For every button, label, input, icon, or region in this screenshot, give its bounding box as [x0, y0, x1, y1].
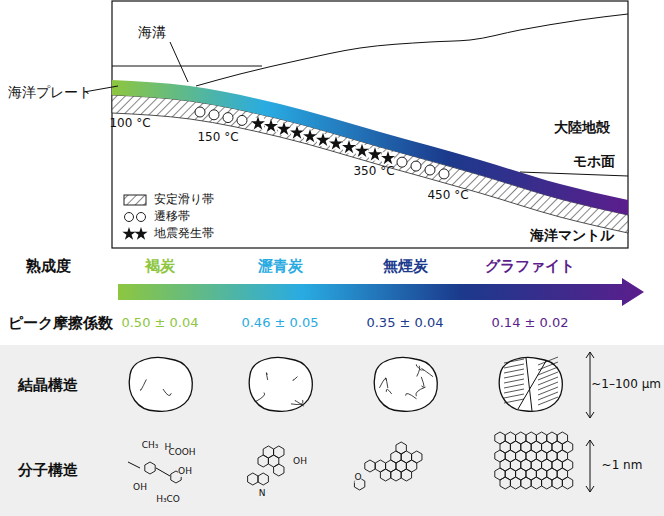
- moho-label: モホ面: [573, 154, 615, 169]
- scale-bar: [590, 352, 591, 418]
- atom-label: OH: [178, 467, 192, 477]
- friction-value: 0.46 ± 0.05: [241, 316, 318, 330]
- seismogenic-star: [368, 147, 382, 160]
- seismogenic-star: [264, 119, 278, 132]
- row-header: 結晶構造: [18, 377, 78, 394]
- molecule: [495, 432, 573, 489]
- moho-line: [520, 172, 628, 176]
- table-band: [0, 345, 664, 516]
- seismogenic-star: [251, 116, 265, 129]
- legend-star: [134, 227, 147, 240]
- transition-circle: [411, 161, 421, 171]
- scale-label: ~1 nm: [602, 459, 643, 472]
- sea-surface: [112, 66, 262, 67]
- scale-head: [586, 352, 594, 358]
- oceanic-plate: [112, 80, 628, 215]
- temperature: 100 °C: [109, 117, 150, 130]
- molecule: [354, 442, 422, 490]
- transition-circle: [209, 110, 219, 120]
- atom-label: H₃CO: [156, 495, 180, 505]
- legend-text: 安定滑り帯: [154, 193, 214, 206]
- seismogenic-star: [355, 144, 369, 157]
- crystal-grain: [129, 358, 192, 412]
- legend-star: [122, 227, 135, 240]
- friction-value: 0.35 ± 0.04: [366, 316, 443, 330]
- atom-label: OH: [133, 483, 147, 493]
- legend-text: 遷移帯: [154, 210, 190, 223]
- atom-label: CH₃: [142, 441, 159, 451]
- rank-name: 褐炭: [145, 258, 175, 275]
- legend-text: 地震発生帯: [154, 227, 214, 240]
- continental-surface: [196, 14, 628, 86]
- transition-circle: [439, 169, 449, 179]
- molecule: [248, 446, 284, 485]
- temperature: 350 °C: [353, 165, 394, 178]
- rank-name: 無煙炭: [383, 258, 428, 275]
- crystal-grain: [374, 358, 437, 412]
- crystal-grain: [499, 357, 562, 411]
- transition-circle: [237, 115, 247, 125]
- scale-head: [586, 486, 594, 492]
- atom-label: COOH: [168, 448, 195, 458]
- seismogenic-star: [290, 125, 304, 138]
- maturity-arrow: [118, 278, 644, 306]
- leader-line: [170, 42, 188, 82]
- atom-label: N: [259, 489, 266, 499]
- friction-value: 0.14 ± 0.02: [491, 316, 568, 330]
- atom-label: O: [354, 473, 361, 483]
- rank-name: グラファイト: [485, 258, 575, 275]
- seismogenic-star: [303, 129, 317, 142]
- mantle-label: 海洋マントル: [530, 228, 614, 243]
- transition-circle: [195, 107, 205, 117]
- crystal-grain: [249, 358, 312, 412]
- trench-label: 海溝: [138, 25, 166, 40]
- seismogenic-star: [342, 140, 356, 153]
- legend-circle: [125, 213, 134, 222]
- seismogenic-star: [316, 133, 330, 146]
- scale-bar: [590, 440, 591, 492]
- temperature: 150 °C: [197, 131, 238, 144]
- transition-circle: [425, 165, 435, 175]
- transition-circle: [223, 113, 233, 123]
- seismogenic-star: [381, 151, 395, 164]
- scale-head: [586, 412, 594, 418]
- temperature: 450 °C: [427, 189, 468, 202]
- legend-circle: [137, 213, 146, 222]
- plate-label: 海洋プレート: [8, 85, 92, 100]
- row-header: 熟成度: [26, 258, 71, 275]
- crust-label: 大陸地殻: [554, 120, 610, 135]
- transition-circle: [397, 157, 407, 167]
- scale-label: ~1–100 μm: [591, 378, 661, 391]
- friction-value: 0.50 ± 0.04: [121, 316, 198, 330]
- row-header: 分子構造: [18, 462, 78, 479]
- row-header: ピーク摩擦係数: [8, 315, 113, 332]
- stable-sliding-band: [112, 95, 628, 233]
- atom-label: OH: [293, 457, 307, 467]
- legend-hatch: [124, 195, 146, 205]
- panel-frame: [112, 1, 628, 248]
- rank-name: 瀝青炭: [258, 258, 303, 275]
- seismogenic-star: [329, 136, 343, 149]
- seismogenic-star: [277, 122, 291, 135]
- scale-head: [586, 440, 594, 446]
